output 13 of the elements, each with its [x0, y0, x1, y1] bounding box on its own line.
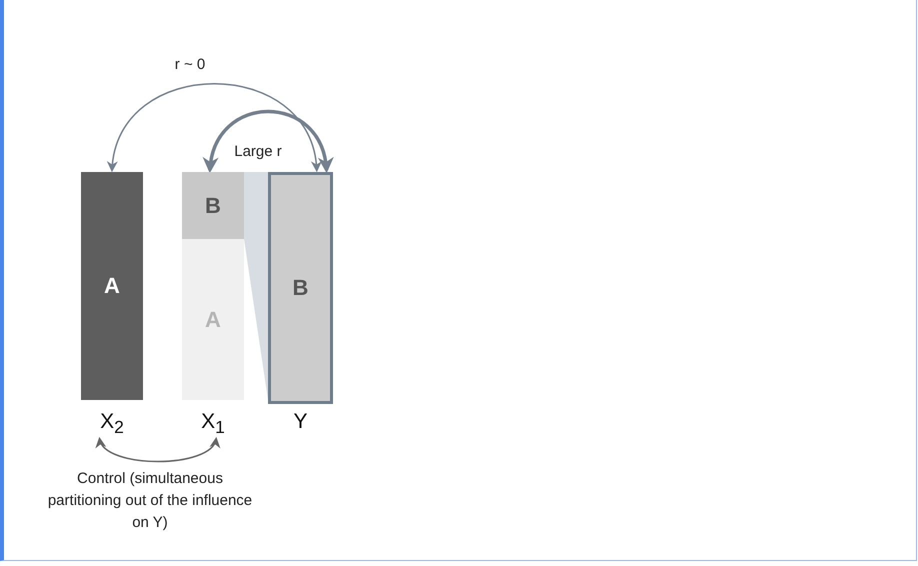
bar-segment: A [182, 239, 244, 400]
bar-segment: B [182, 172, 244, 239]
axis-label: X$_{1}$ [200, 410, 226, 438]
axis-label: X$_{2}$ [99, 410, 125, 438]
curved-arrow [98, 437, 218, 462]
curved-arrow [108, 83, 321, 172]
edge-label: r ~ 0 [174, 56, 206, 73]
edge-label: Control (simultaneous partitioning out of the influence on Y) [46, 469, 254, 533]
edge-label: Large r [233, 143, 283, 160]
curved-arrow [204, 110, 332, 174]
axis-label: Y [292, 410, 308, 434]
bar: B [268, 172, 333, 404]
bar: A [81, 172, 143, 400]
